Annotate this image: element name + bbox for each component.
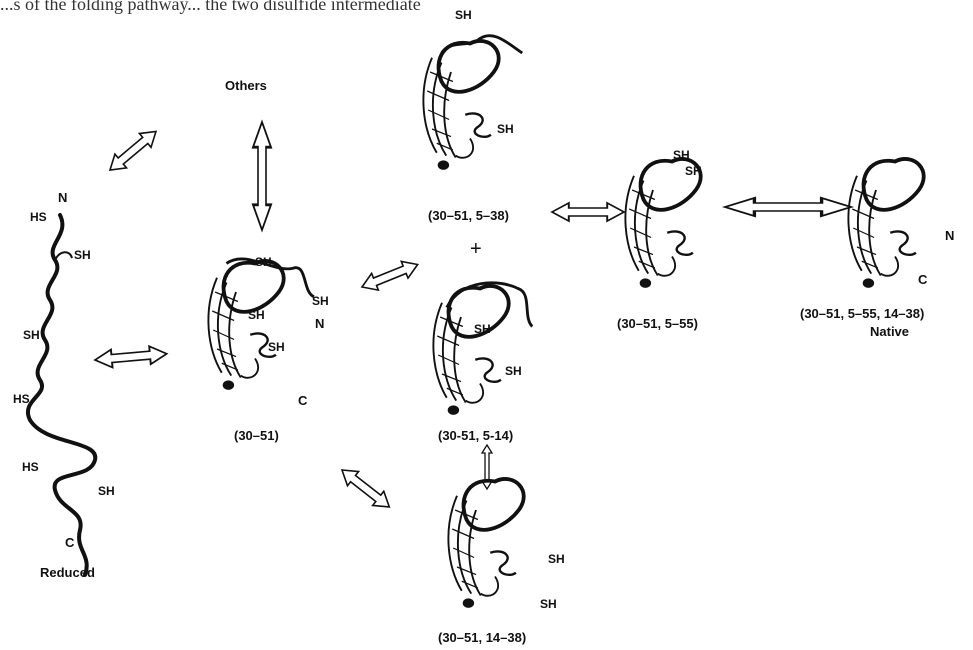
structure-30-51-5-14 bbox=[433, 283, 532, 415]
reduced-thiol-1: HS bbox=[30, 210, 47, 224]
structure-30-51-5-38 bbox=[423, 36, 522, 170]
arrow-reduced-others bbox=[104, 125, 162, 177]
label-30-51-5-38: (30–51, 5–38) bbox=[428, 208, 509, 223]
plus-sign: + bbox=[470, 238, 482, 261]
thiol-30-51-a: SH bbox=[255, 255, 272, 269]
thiol-30-51-b: SH bbox=[248, 308, 265, 322]
arrow-others-30-51 bbox=[253, 122, 271, 230]
thiol-30-51-c: SH bbox=[312, 294, 329, 308]
thiol-14-38-b: SH bbox=[540, 597, 557, 611]
arrow-5-55-to-native bbox=[725, 198, 851, 216]
thiol-5-55-b: SH bbox=[685, 164, 702, 178]
native-n-terminus: N bbox=[945, 228, 954, 243]
native-c-terminus: C bbox=[918, 272, 927, 287]
thiol-5-55-a: SH bbox=[673, 148, 690, 162]
others-label: Others bbox=[225, 78, 267, 93]
thiol-5-14-a: SH bbox=[474, 322, 491, 336]
thiol-5-14-b: SH bbox=[505, 364, 522, 378]
label-30-51-5-55: (30–51, 5–55) bbox=[617, 316, 698, 331]
arrow-5-38-to-5-55 bbox=[552, 203, 624, 221]
structure-native bbox=[848, 159, 923, 288]
label-30-51-5-14: (30-51, 5-14) bbox=[438, 428, 513, 443]
reduced-thiol-4: HS bbox=[13, 392, 30, 406]
thiol-14-38-a: SH bbox=[548, 552, 565, 566]
reduced-thiol-2: SH bbox=[74, 248, 91, 262]
reduced-thiol-6: SH bbox=[98, 484, 115, 498]
label-native: Native bbox=[870, 324, 909, 339]
label-30-51: (30–51) bbox=[234, 428, 279, 443]
reduced-label: Reduced bbox=[40, 565, 95, 580]
thiol-5-38-b: SH bbox=[497, 122, 514, 136]
label-30-51-14-38: (30–51, 14–38) bbox=[438, 630, 526, 645]
reduced-c-terminus: C bbox=[65, 535, 74, 550]
label-native-disulfides: (30–51, 5–55, 14–38) bbox=[800, 306, 924, 321]
thiol-5-38-a: SH bbox=[455, 8, 472, 22]
reduced-n-terminus: N bbox=[58, 190, 67, 205]
n-terminus-30-51: N bbox=[315, 316, 324, 331]
reduced-thiol-5: HS bbox=[22, 460, 39, 474]
arrow-30-51-to-5-38 bbox=[359, 256, 421, 295]
c-terminus-30-51: C bbox=[298, 393, 307, 408]
thiol-30-51-d: SH bbox=[268, 340, 285, 354]
structure-30-51 bbox=[208, 259, 314, 390]
arrow-30-51-to-14-38 bbox=[336, 463, 394, 514]
arrow-reduced-30-51 bbox=[94, 345, 167, 369]
reduced-thiol-3: SH bbox=[23, 328, 40, 342]
structure-30-51-14-38 bbox=[448, 479, 523, 608]
reduced-chain bbox=[28, 215, 95, 575]
structure-30-51-5-55 bbox=[625, 159, 700, 288]
